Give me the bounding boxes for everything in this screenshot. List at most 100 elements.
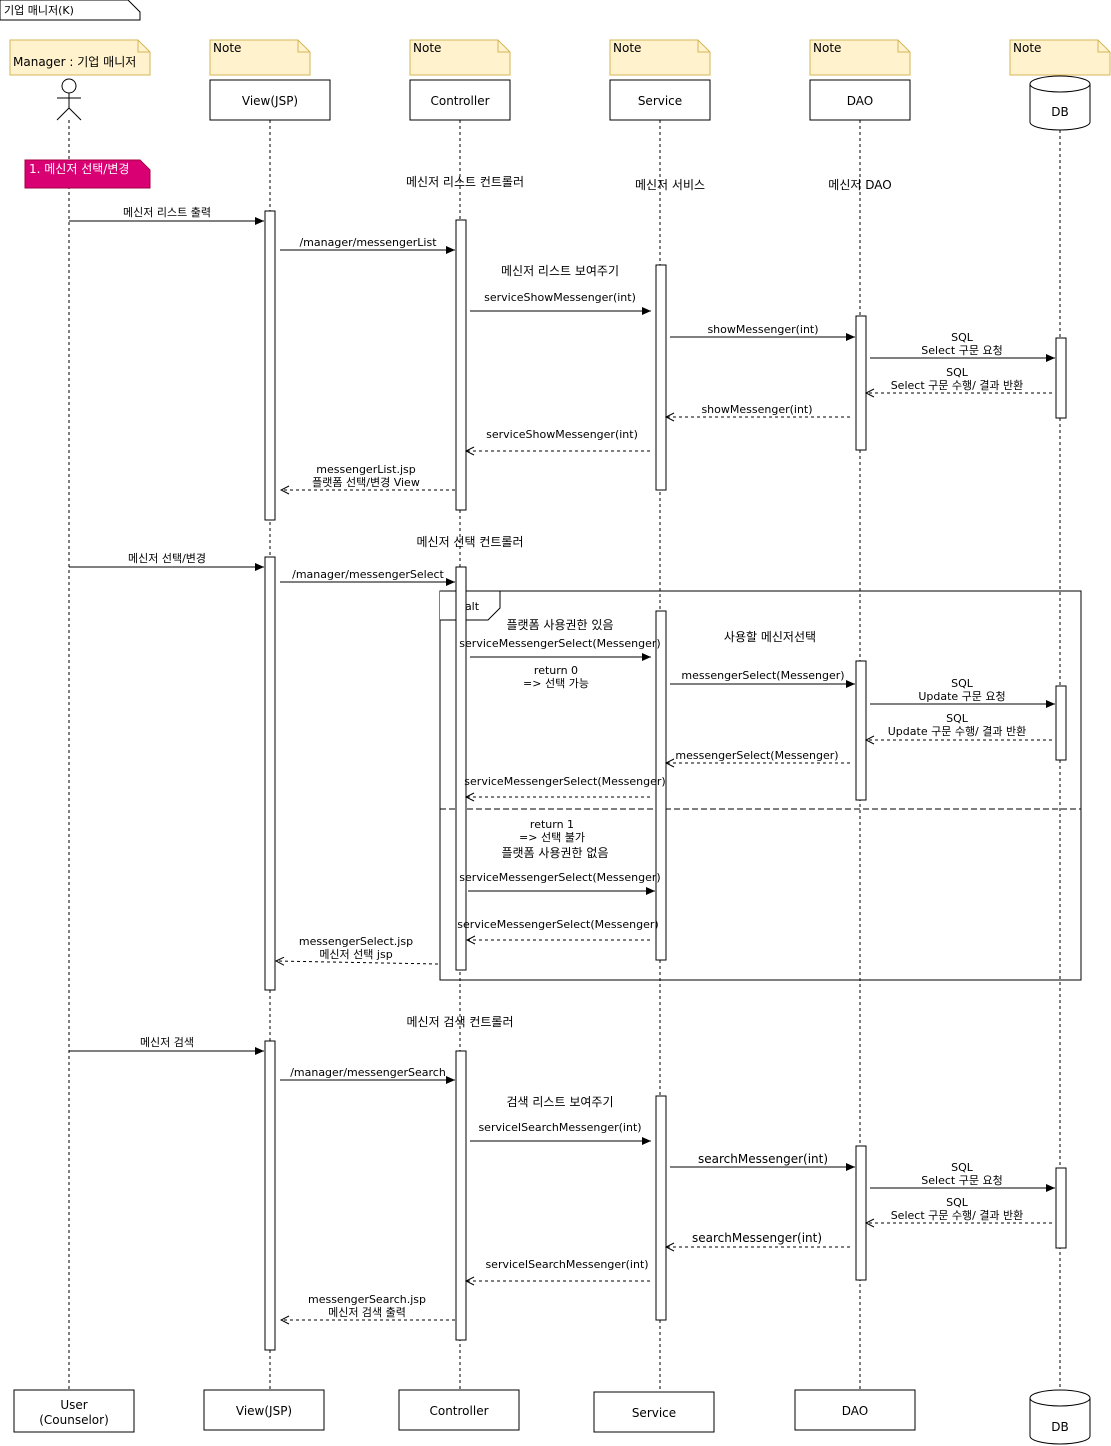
note-controller: Note [409, 39, 511, 76]
message-label: serviceMessengerSelect(Messenger) [459, 871, 660, 884]
message-label: serviceMessengerSelect(Messenger) [459, 637, 660, 650]
note-label: Note [613, 41, 641, 55]
alt-guard-1: 플랫폼 사용권한 있음 [507, 618, 614, 632]
message-label: Update 구문 요청 [918, 690, 1005, 703]
activation-view-2 [264, 556, 276, 991]
message-label: searchMessenger(int) [698, 1152, 828, 1166]
return-note: => 선택 가능 [523, 677, 589, 690]
return-label: Select 구문 수행/ 결과 반환 [891, 379, 1024, 392]
message-label: Select 구문 요청 [921, 1174, 1002, 1187]
activation-controller-2 [455, 566, 467, 971]
note-label: Note [813, 41, 841, 55]
message-label: 메신저 선택/변경 [128, 552, 206, 565]
return-label: Select 구문 수행/ 결과 반환 [891, 1209, 1024, 1222]
return-note: return 0 [534, 664, 578, 677]
message-label: serviceISearchMessenger(int) [478, 1121, 641, 1134]
activation-view-3 [264, 1040, 276, 1351]
participant-user-bottom-sub: (Counselor) [39, 1413, 109, 1427]
return-label: serviceMessengerSelect(Messenger) [457, 918, 658, 931]
notes-row: Manager : 기업 매니저 Note Note Note Note Not… [9, 39, 1111, 76]
message-label: SQL [951, 331, 974, 344]
frame-title-tab: 기업 매니저(K) [0, 0, 141, 21]
controller-title: 메신저 검색 컨트롤러 [407, 1015, 514, 1029]
activation-db-3 [1055, 1167, 1067, 1249]
return-label: serviceISearchMessenger(int) [485, 1258, 648, 1271]
return-label: searchMessenger(int) [692, 1231, 822, 1245]
return-label: 플랫폼 선택/변경 View [312, 476, 420, 489]
section-1: 메신저 리스트 컨트롤러 메신저 서비스 메신저 DAO 메신저 리스트 출력 … [69, 175, 1055, 490]
activation-dao-2 [855, 660, 867, 801]
participant-dao: DAO [847, 94, 873, 108]
actor-top-label: Manager : 기업 매니저 [13, 55, 136, 69]
alt-label: alt [465, 600, 480, 613]
participant-service-bottom: Service [632, 1406, 676, 1420]
controller-title: 메신저 선택 컨트롤러 [417, 535, 524, 549]
service-note: 사용할 메신저선택 [724, 630, 816, 644]
participant-user-bottom: User [60, 1398, 87, 1412]
participant-controller: Controller [430, 94, 489, 108]
return-label: Update 구문 수행/ 결과 반환 [888, 725, 1027, 738]
activations [264, 210, 1067, 1351]
activation-controller-3 [455, 1050, 467, 1341]
message-label: 메신저 검색 [140, 1036, 194, 1049]
message-label: messengerSelect(Messenger) [681, 669, 844, 682]
return-label: messengerSelect.jsp [299, 935, 413, 948]
message-label: /manager/messengerSelect [292, 568, 444, 581]
activation-view-1 [264, 210, 276, 521]
activation-dao-3 [855, 1145, 867, 1281]
note-label: Note [413, 41, 441, 55]
return-label: showMessenger(int) [701, 403, 812, 416]
activation-service-1 [655, 264, 667, 491]
actor-icon [56, 78, 82, 121]
message-label: showMessenger(int) [707, 323, 818, 336]
dao-title: 메신저 DAO [828, 178, 891, 192]
activation-controller-1 [455, 219, 467, 511]
note-label: Note [1013, 41, 1041, 55]
message-label: /manager/messengerList [299, 236, 437, 249]
return-arrow [276, 961, 439, 964]
participant-view-bottom: View(JSP) [236, 1404, 292, 1418]
participant-view: View(JSP) [242, 94, 298, 108]
participant-service: Service [638, 94, 682, 108]
return-label: messengerSelect(Messenger) [675, 749, 838, 762]
note-label: Note [213, 41, 241, 55]
service-note: 검색 리스트 보여주기 [507, 1095, 614, 1109]
return-label: 메신저 검색 출력 [328, 1306, 406, 1319]
note-view: Note [209, 39, 311, 76]
note-db: Note [1009, 39, 1111, 76]
return-label: serviceShowMessenger(int) [486, 428, 638, 441]
participants-top: View(JSP) Controller Service DAO DB [209, 75, 1091, 131]
activation-db-1 [1055, 337, 1067, 419]
activation-service-2 [655, 610, 667, 961]
message-label: serviceShowMessenger(int) [484, 291, 636, 304]
note-dao: Note [809, 39, 911, 76]
section-3: 메신저 검색 컨트롤러 메신저 검색 /manager/messengerSea… [69, 1015, 1055, 1320]
participant-controller-bottom: Controller [429, 1404, 488, 1418]
section-tag: 1. 메신저 선택/변경 [24, 159, 151, 189]
section-tag-text: 1. 메신저 선택/변경 [29, 162, 129, 176]
message-label: SQL [951, 677, 974, 690]
return-label: 메신저 선택 jsp [319, 948, 392, 961]
db-cylinder-icon [1029, 1389, 1091, 1445]
db-cylinder-icon [1029, 75, 1091, 131]
controller-title: 메신저 리스트 컨트롤러 [406, 175, 524, 189]
actor-note: Manager : 기업 매니저 [9, 39, 151, 76]
activation-db-2 [1055, 685, 1067, 761]
frame-title: 기업 매니저(K) [4, 4, 74, 17]
return-label: messengerSearch.jsp [308, 1293, 426, 1306]
note-service: Note [609, 39, 711, 76]
alt-guard-2: 플랫폼 사용권한 없음 [502, 846, 609, 860]
participant-db: DB [1051, 105, 1068, 119]
return-label: serviceMessengerSelect(Messenger) [464, 775, 665, 788]
activation-service-3 [655, 1095, 667, 1321]
activation-dao-1 [855, 315, 867, 451]
service-note: 메신저 리스트 보여주기 [501, 264, 619, 278]
message-label: 메신저 리스트 출력 [123, 206, 211, 219]
message-label: /manager/messengerSearch [290, 1066, 446, 1079]
return-label: SQL [946, 1196, 969, 1209]
return-note: => 선택 불가 [519, 831, 585, 844]
participants-bottom: User (Counselor) View(JSP) Controller Se… [13, 1389, 1091, 1445]
alt-frame: alt [439, 590, 1082, 981]
message-label: SQL [951, 1161, 974, 1174]
